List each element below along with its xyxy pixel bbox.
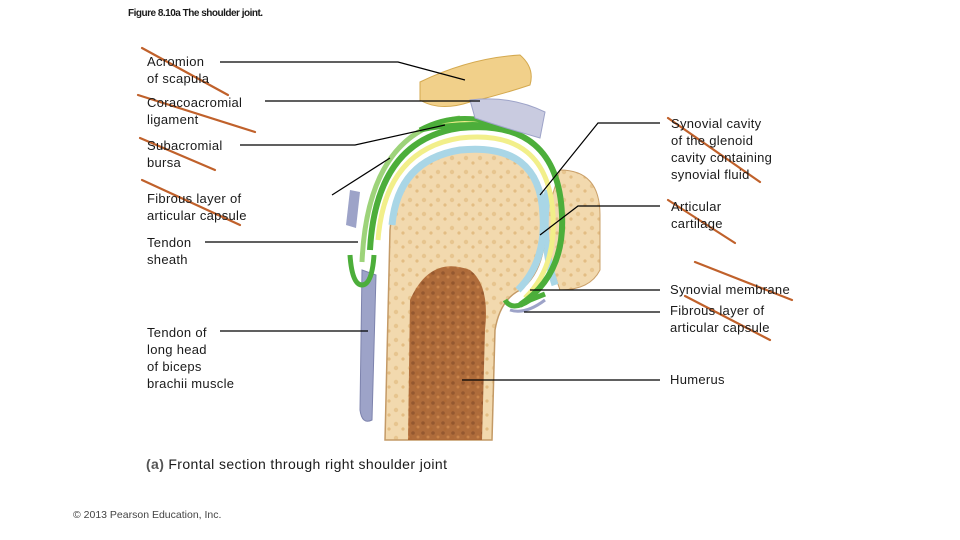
- label-humerus: Humerus: [670, 372, 725, 387]
- label-coracoacromial-ligament: Coracoacromial ligament: [147, 95, 243, 127]
- copyright-notice: © 2013 Pearson Education, Inc.: [73, 509, 222, 521]
- tendon-sheath-shape: [347, 254, 377, 288]
- head-cartilage: [388, 145, 547, 293]
- label-tendon-sheath: Tendon sheath: [147, 235, 192, 267]
- figure-caption: (a)Frontal section through right shoulde…: [146, 456, 447, 472]
- caption-text: Frontal section through right shoulder j…: [168, 456, 448, 472]
- leader-lines: [205, 61, 660, 381]
- capsule-green: [367, 124, 566, 308]
- label-fibrous-layer-left: Fibrous layer of articular capsule: [147, 191, 247, 223]
- acromion: [419, 54, 532, 107]
- caption-part-letter: (a): [146, 456, 165, 472]
- label-synovial-membrane: Synovial membrane: [670, 282, 790, 297]
- figure-title: Figure 8.10a The shoulder joint.: [128, 8, 263, 19]
- synovial-fluid: [375, 134, 556, 300]
- label-fibrous-layer-right: Fibrous layer of articular capsule: [670, 303, 770, 335]
- biceps-tendon: [359, 269, 377, 422]
- marrow-cavity: [408, 266, 486, 440]
- label-synovial-cavity: Synovial cavity of the glenoid cavity co…: [671, 116, 773, 182]
- label-subacromial-bursa: Subacromial bursa: [147, 138, 223, 170]
- label-acromion: Acromion of scapula: [147, 54, 210, 86]
- label-articular-cartilage: Articular cartilage: [671, 199, 723, 231]
- lower-fibrous: [509, 298, 546, 313]
- lower-capsule: [502, 291, 546, 309]
- label-biceps-tendon: Tendon of long head of biceps brachii mu…: [147, 325, 235, 391]
- strike-marks: [136, 46, 794, 342]
- tendon-upper: [346, 190, 360, 228]
- coracoacromial-ligament: [469, 98, 546, 139]
